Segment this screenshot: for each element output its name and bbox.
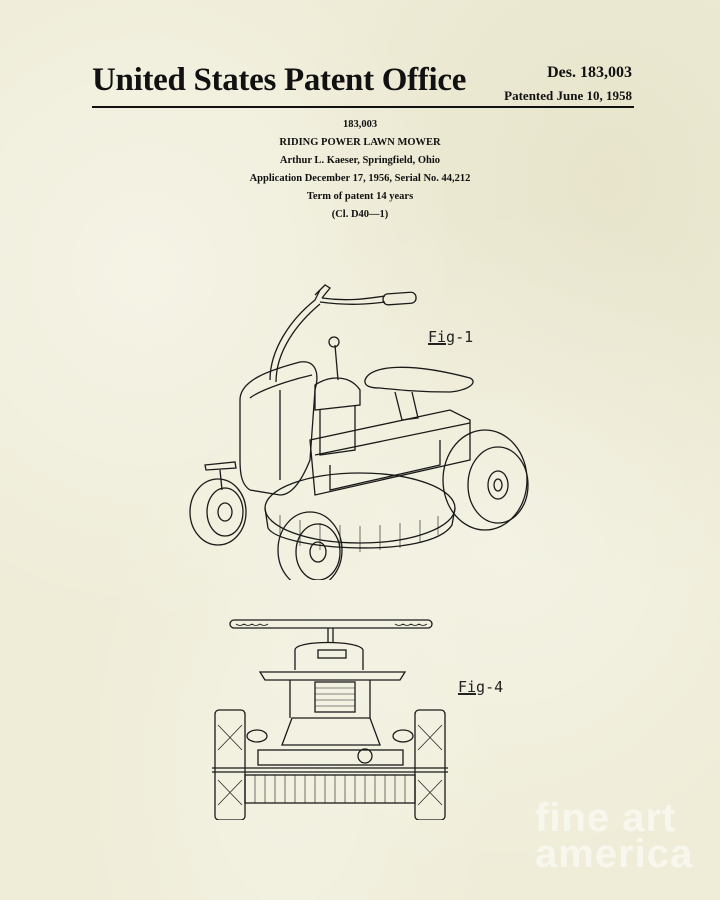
watermark: fine art america: [535, 796, 694, 876]
fig-1-mower-drawing: [189, 284, 529, 580]
patented-date: Patented June 10, 1958: [504, 88, 632, 103]
patent-term: Term of patent 14 years: [306, 191, 414, 202]
patent-name: RIDING POWER LAWN MOWER: [279, 137, 441, 148]
header-rule: [92, 106, 634, 108]
design-number: Des. 183,003: [547, 64, 632, 81]
inventor: Arthur L. Kaeser, Springfield, Ohio: [279, 155, 441, 166]
classification: (Cl. D40—1): [331, 209, 389, 220]
patent-metadata: 183,003 RIDING POWER LAWN MOWER Arthur L…: [0, 116, 720, 224]
patent-title: United States Patent Office: [92, 62, 467, 98]
application-info: Application December 17, 1956, Serial No…: [249, 173, 471, 184]
fig-4-label: Fig-4: [458, 678, 504, 696]
fig-4-mower-drawing: [212, 619, 448, 820]
patent-number: 183,003: [342, 119, 378, 130]
fig-1-label: Fig-1: [428, 328, 474, 346]
